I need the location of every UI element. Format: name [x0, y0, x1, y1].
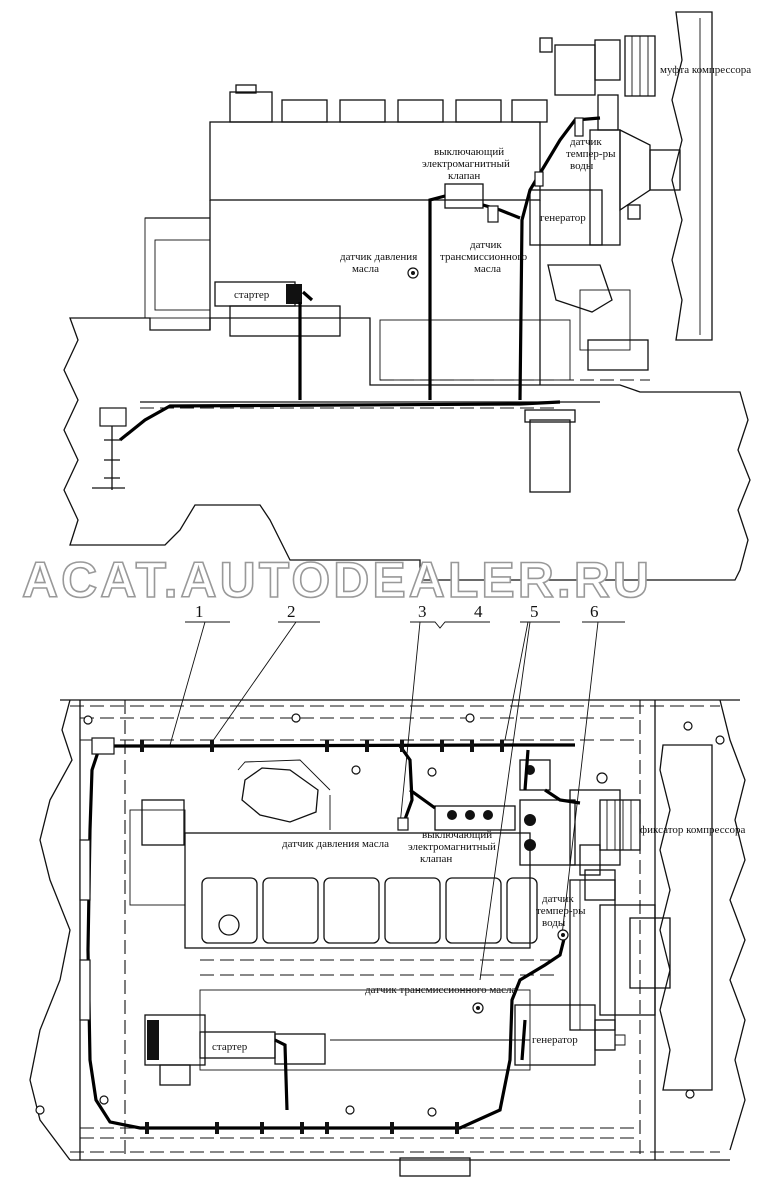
bottom-compressor [569, 789, 621, 866]
bottom-frame-right [719, 699, 746, 1151]
top-water-temp-label-1: датчик [570, 136, 602, 148]
bottom-starter-label: стартер [212, 1041, 248, 1053]
callout-2: 2 [287, 602, 296, 621]
bottom-wiring-harness [86, 743, 581, 1130]
top-water-temp-label-2: темпер-ры [566, 148, 616, 160]
bottom-oil-pressure-label: датчик давления масла [282, 838, 389, 850]
bottom-solenoid-label-2: электромагнитный [408, 841, 496, 853]
watermark: ACAT.AUTODEALER.RU [22, 552, 652, 608]
top-trans-oil-label-2: трансмиссионного [440, 251, 528, 263]
top-radiator [671, 11, 713, 341]
top-solenoid-label-1: выключающий [434, 146, 504, 158]
callout-1: 1 [195, 602, 204, 621]
top-solenoid-label-3: клапан [448, 170, 480, 182]
bottom-water-temp-label-2: темпер-ры [536, 905, 586, 917]
callout-6: 6 [590, 602, 599, 621]
mounting-holes [35, 713, 725, 1117]
top-generator-body [529, 189, 603, 246]
top-oil-filter [529, 419, 571, 493]
top-water-temp-label-3: воды [570, 160, 594, 172]
top-wiring-harness [119, 116, 601, 442]
bottom-compressor-lock-label: фиксатор компрессора [640, 824, 745, 836]
bottom-generator-label: генератор [532, 1034, 578, 1046]
top-oil-pressure-label-1: датчик давления [340, 251, 417, 263]
top-trans-oil-label-1: датчик [470, 239, 502, 251]
bottom-frame-left [29, 699, 73, 1161]
bottom-water-temp-label-3: воды [542, 917, 566, 929]
callout-3: 3 [418, 602, 427, 621]
top-solenoid-label-2: электромагнитный [422, 158, 510, 170]
top-oil-pressure-label-2: масла [352, 263, 379, 275]
bottom-solenoid-label-3: клапан [420, 853, 452, 865]
top-side-view: муфта компрессора выключающий электромаг… [63, 11, 751, 581]
callout-numbers: 1 2 3 4 5 6 [169, 602, 625, 981]
top-generator-label: генератор [540, 212, 586, 224]
callout-4: 4 [474, 602, 483, 621]
frame-outline [63, 317, 751, 581]
bottom-solenoid-label-1: выключающий [422, 829, 492, 841]
top-compressor-coupling-label: муфта компрессора [660, 64, 751, 76]
top-trans-oil-label-3: масла [474, 263, 501, 275]
callout-5: 5 [530, 602, 539, 621]
bottom-plan-view: фиксатор компрессора датчик давления мас… [29, 699, 746, 1177]
bottom-trans-oil-label: датчик трансмиссионного масла [365, 984, 517, 996]
top-starter-label: стартер [234, 289, 270, 301]
bottom-water-temp-label-1: датчик [542, 893, 574, 905]
harness-clips [79, 737, 504, 1134]
